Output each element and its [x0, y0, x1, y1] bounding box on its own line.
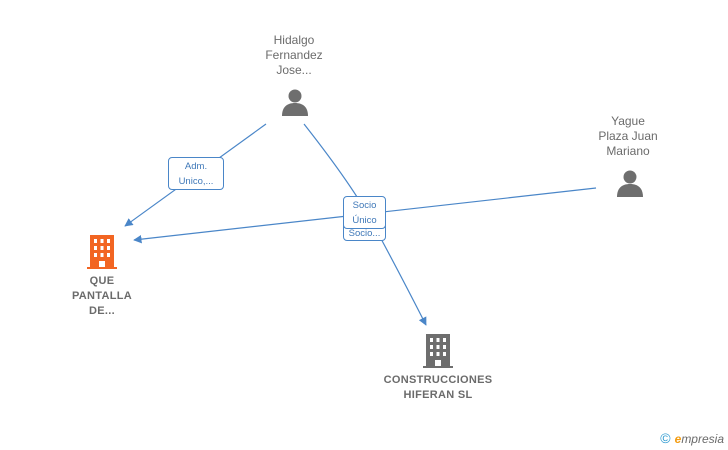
- copyright-icon: ©: [660, 430, 671, 446]
- company-que-label[interactable]: QUE PANTALLA DE...: [71, 275, 133, 317]
- edge-label-socio-unico[interactable]: Socio Único: [343, 196, 386, 229]
- person-yague-label: Yague Plaza Juan Mariano: [598, 114, 658, 158]
- building-icon[interactable]: [423, 334, 453, 368]
- edge-label-adm-unico[interactable]: Adm. Unico,...: [168, 157, 224, 190]
- company-construcciones-label[interactable]: CONSTRUCCIONES HIFERAN SL: [383, 374, 493, 401]
- person-icon[interactable]: [281, 88, 309, 116]
- empresia-watermark: ©empresia: [660, 430, 724, 446]
- brand-logo: empresia: [674, 432, 724, 446]
- person-hidalgo-label: Hidalgo Fernandez Jose...: [265, 33, 323, 77]
- building-icon[interactable]: [87, 235, 117, 269]
- person-icon[interactable]: [616, 169, 644, 197]
